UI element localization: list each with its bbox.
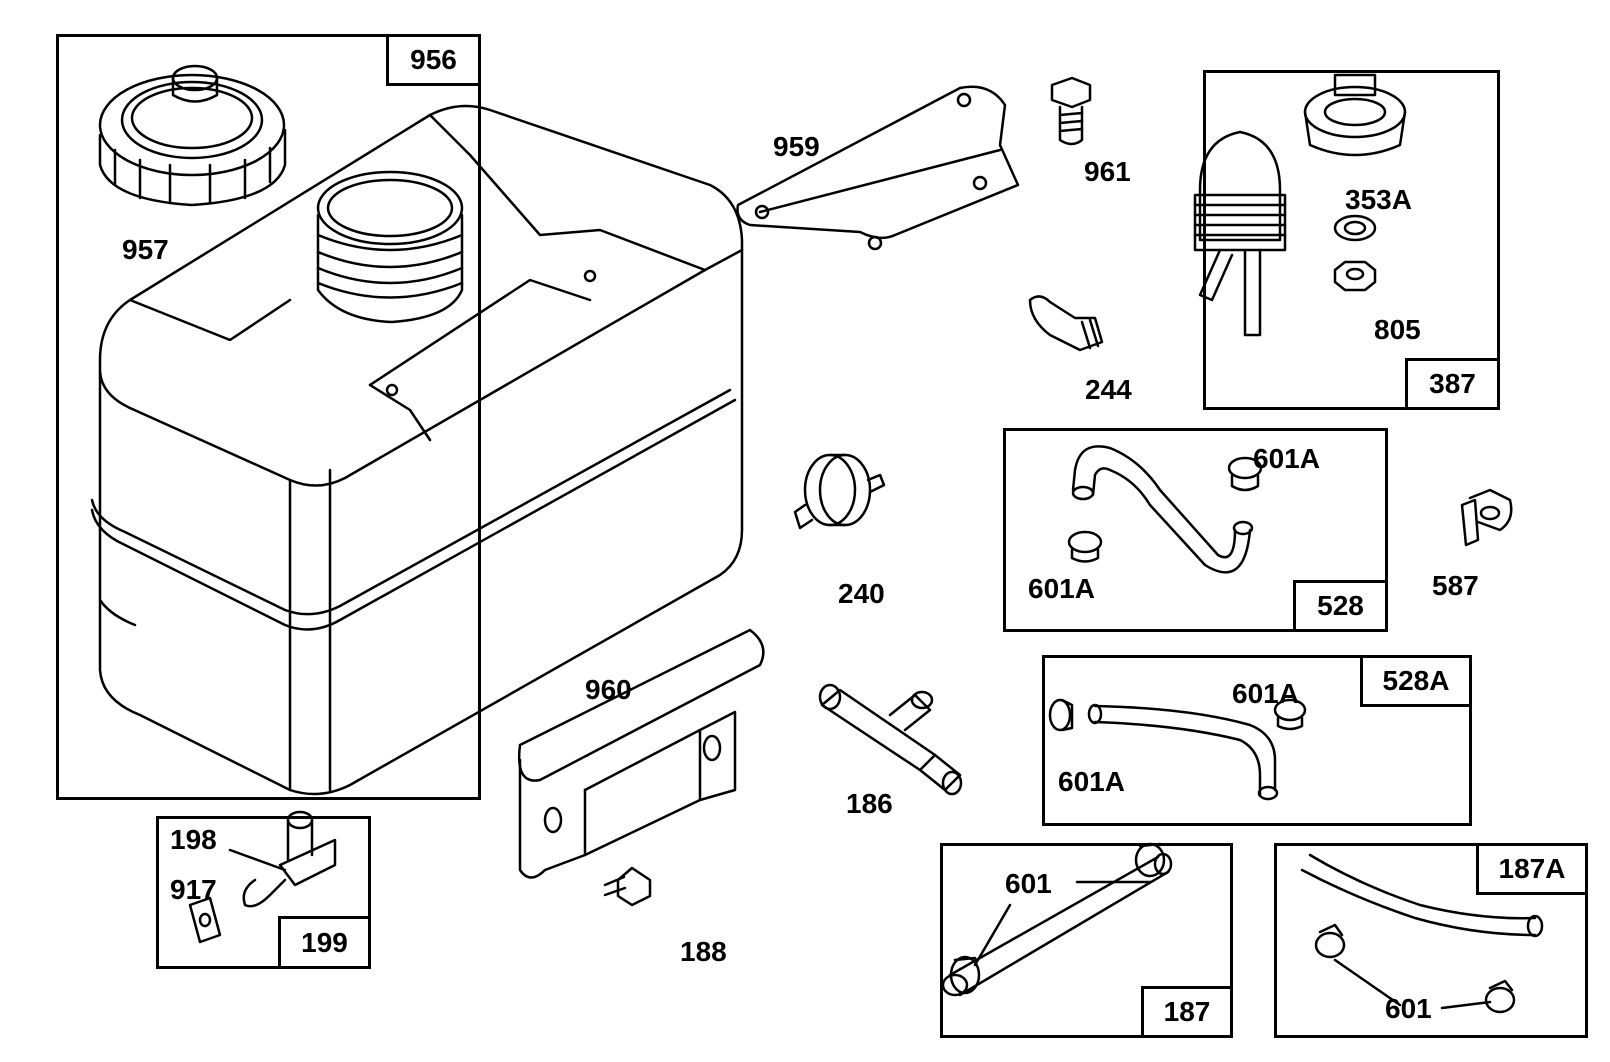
box-label-528a: 528A: [1360, 655, 1472, 707]
shutoff-valve: [242, 810, 337, 908]
clip-587: [1460, 488, 1513, 547]
label-188: 188: [680, 936, 727, 967]
label-601a-528-top: 601A: [1253, 443, 1320, 474]
label-961: 961: [1084, 156, 1131, 187]
clamp-601a-top: [1227, 456, 1263, 492]
label-601a-528a-right: 601A: [1232, 678, 1299, 709]
fuel-tank: [90, 104, 744, 796]
box-label-387: 387: [1405, 358, 1500, 410]
label-240: 240: [838, 578, 885, 609]
fuel-filter-240: [793, 453, 886, 530]
label-601a-528a-left: 601A: [1058, 766, 1125, 797]
leader-198: [228, 848, 287, 872]
leader-601-187a-b: [1440, 1000, 1492, 1010]
bracket-959: [736, 85, 1020, 251]
leader-601-187-b: [973, 903, 1012, 967]
label-601-187: 601: [1005, 868, 1052, 899]
clamp-601a-528a-left: [1048, 698, 1074, 732]
fitting-244: [1028, 295, 1104, 352]
clamp-601-187a-right: [1484, 979, 1516, 1014]
box-label-187a: 187A: [1476, 843, 1588, 895]
label-587: 587: [1432, 570, 1479, 601]
label-805: 805: [1374, 314, 1421, 345]
bracket-960: [517, 628, 765, 879]
label-917: 917: [170, 874, 217, 905]
clip-917: [188, 896, 222, 944]
clamp-601a-left: [1067, 530, 1103, 563]
frame-528a: [1042, 655, 1472, 826]
box-label-528: 528: [1293, 580, 1388, 632]
tee-fitting-186: [818, 683, 963, 796]
frame-199: [156, 816, 371, 969]
frame-187a: [1274, 843, 1588, 1038]
box-label-956: 956: [386, 34, 481, 86]
clamp-601a-528a-right: [1273, 698, 1307, 731]
label-186: 186: [846, 788, 893, 819]
label-959: 959: [773, 131, 820, 162]
label-957: 957: [122, 234, 169, 265]
frame-528: [1003, 428, 1388, 632]
hose-528: [1071, 445, 1254, 574]
clamp-601-187-left: [949, 955, 981, 995]
label-353a: 353A: [1345, 184, 1412, 215]
fuel-cap: [98, 64, 287, 207]
label-198: 198: [170, 824, 217, 855]
label-244: 244: [1085, 374, 1132, 405]
lockwasher: [1333, 214, 1377, 242]
label-601a-528-left: 601A: [1028, 573, 1095, 604]
retainer-353a: [1303, 73, 1407, 157]
clamp-601-187a-left: [1314, 923, 1346, 959]
leader-601-187a-a: [1333, 958, 1402, 1007]
bolt-188: [603, 866, 652, 907]
frame-187: [940, 843, 1233, 1038]
bolt-961: [1050, 76, 1092, 146]
box-label-199: 199: [278, 916, 371, 969]
frame-387: [1203, 70, 1500, 410]
label-601-187a: 601: [1385, 993, 1432, 1024]
hose-187a: [1300, 853, 1544, 938]
frame-956: [56, 34, 481, 800]
box-label-187: 187: [1141, 986, 1233, 1038]
nut-805: [1333, 260, 1377, 292]
label-960: 960: [585, 674, 632, 705]
hose-528a: [1087, 703, 1279, 801]
